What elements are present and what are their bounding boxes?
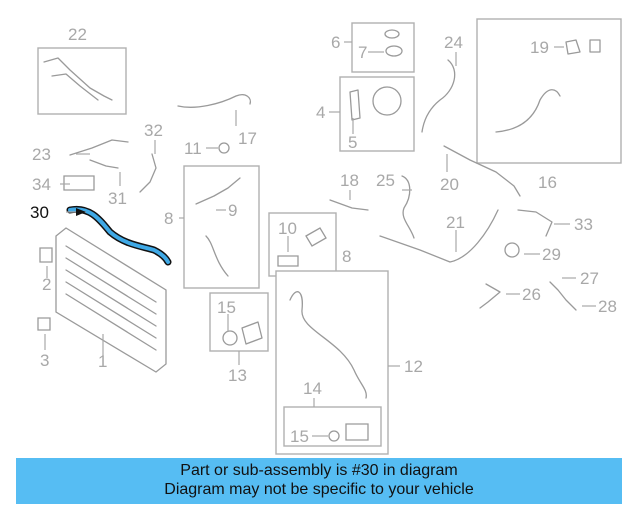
callout-24: 24 — [444, 33, 463, 52]
part-29-drawing — [504, 242, 520, 258]
callout-2: 2 — [42, 275, 51, 294]
part-10-drawing — [277, 255, 299, 267]
callout-12: 12 — [404, 357, 423, 376]
part-14-drawing — [345, 423, 369, 441]
callout-3: 3 — [40, 351, 49, 370]
part-20-drawing — [443, 145, 521, 197]
part-22-drawing — [43, 57, 113, 101]
callout-33: 33 — [574, 215, 593, 234]
part-26-drawing — [479, 283, 501, 309]
part-6-drawing — [384, 29, 400, 39]
callout-21: 21 — [446, 213, 465, 232]
callout-31: 31 — [108, 189, 127, 208]
part-24-drawing — [421, 59, 456, 133]
part-1-radiator-drawing — [55, 227, 167, 373]
part-13-drawing — [241, 321, 263, 345]
callout-30: 30 — [30, 203, 49, 222]
callout-6: 6 — [331, 33, 340, 52]
part-7-drawing — [385, 45, 403, 57]
callout-13: 13 — [228, 366, 247, 385]
callout-11: 11 — [184, 139, 202, 158]
callout-23: 23 — [32, 145, 51, 164]
part-8b-drawing — [305, 227, 327, 247]
callout-22: 22 — [68, 25, 87, 44]
part-25-drawing — [401, 175, 415, 239]
banner-line-2: Diagram may not be specific to your vehi… — [164, 481, 474, 498]
part-4-drawing — [349, 89, 361, 121]
part-23-drawing — [69, 139, 129, 156]
part-32-drawing — [139, 153, 157, 193]
callout-26: 26 — [522, 285, 541, 304]
callout-16: 16 — [538, 173, 557, 192]
callout-15a: 15 — [217, 298, 236, 317]
callout-25: 25 — [376, 171, 395, 190]
callout-4: 4 — [316, 103, 325, 122]
part-21-drawing — [379, 209, 499, 263]
callout-34: 34 — [32, 175, 51, 194]
part-18-drawing — [329, 199, 369, 211]
part-6-box — [351, 22, 415, 73]
part-2-drawing — [39, 247, 53, 263]
callout-32: 32 — [144, 121, 163, 140]
part-3-drawing — [37, 317, 51, 331]
callout-28: 28 — [598, 297, 617, 316]
callout-8a: 8 — [164, 209, 173, 228]
callout-8b: 8 — [342, 247, 351, 266]
callout-19: 19 — [530, 38, 549, 57]
callout-27: 27 — [580, 269, 599, 288]
part-33-drawing — [517, 209, 553, 237]
arrowhead-30 — [76, 208, 86, 216]
callout-5: 5 — [348, 133, 357, 152]
callout-9: 9 — [228, 201, 237, 220]
info-banner: Part or sub-assembly is #30 in diagram D… — [16, 458, 622, 504]
part-19-drawing — [565, 39, 601, 55]
part-30-hose-highlight — [68, 207, 170, 264]
callout-17: 17 — [238, 129, 257, 148]
callout-14: 14 — [303, 379, 322, 398]
part-4-box — [339, 76, 415, 152]
part-15b-drawing — [328, 430, 340, 442]
callout-18: 18 — [340, 171, 359, 190]
part-27-drawing — [549, 281, 577, 311]
callout-10: 10 — [278, 219, 297, 238]
part-17-drawing — [177, 94, 252, 108]
part-8-hose-drawing — [205, 235, 229, 277]
part-8-box — [183, 165, 260, 289]
part-1-radiator-fins — [65, 245, 157, 351]
part-16-drawing — [495, 89, 561, 133]
callout-29: 29 — [542, 245, 561, 264]
callout-1: 1 — [98, 352, 107, 371]
part-15-seal-drawing — [222, 330, 238, 346]
part-31-drawing — [89, 159, 119, 169]
part-34-drawing — [63, 175, 95, 191]
part-9-drawing — [195, 177, 241, 205]
callout-15b: 15 — [290, 427, 309, 446]
part-12-drawing — [289, 291, 367, 399]
callout-20: 20 — [440, 175, 459, 194]
callout-7: 7 — [358, 43, 367, 62]
banner-line-1: Part or sub-assembly is #30 in diagram — [180, 462, 458, 479]
part-11-drawing — [218, 142, 230, 154]
part-5-reservoir-drawing — [372, 86, 402, 116]
